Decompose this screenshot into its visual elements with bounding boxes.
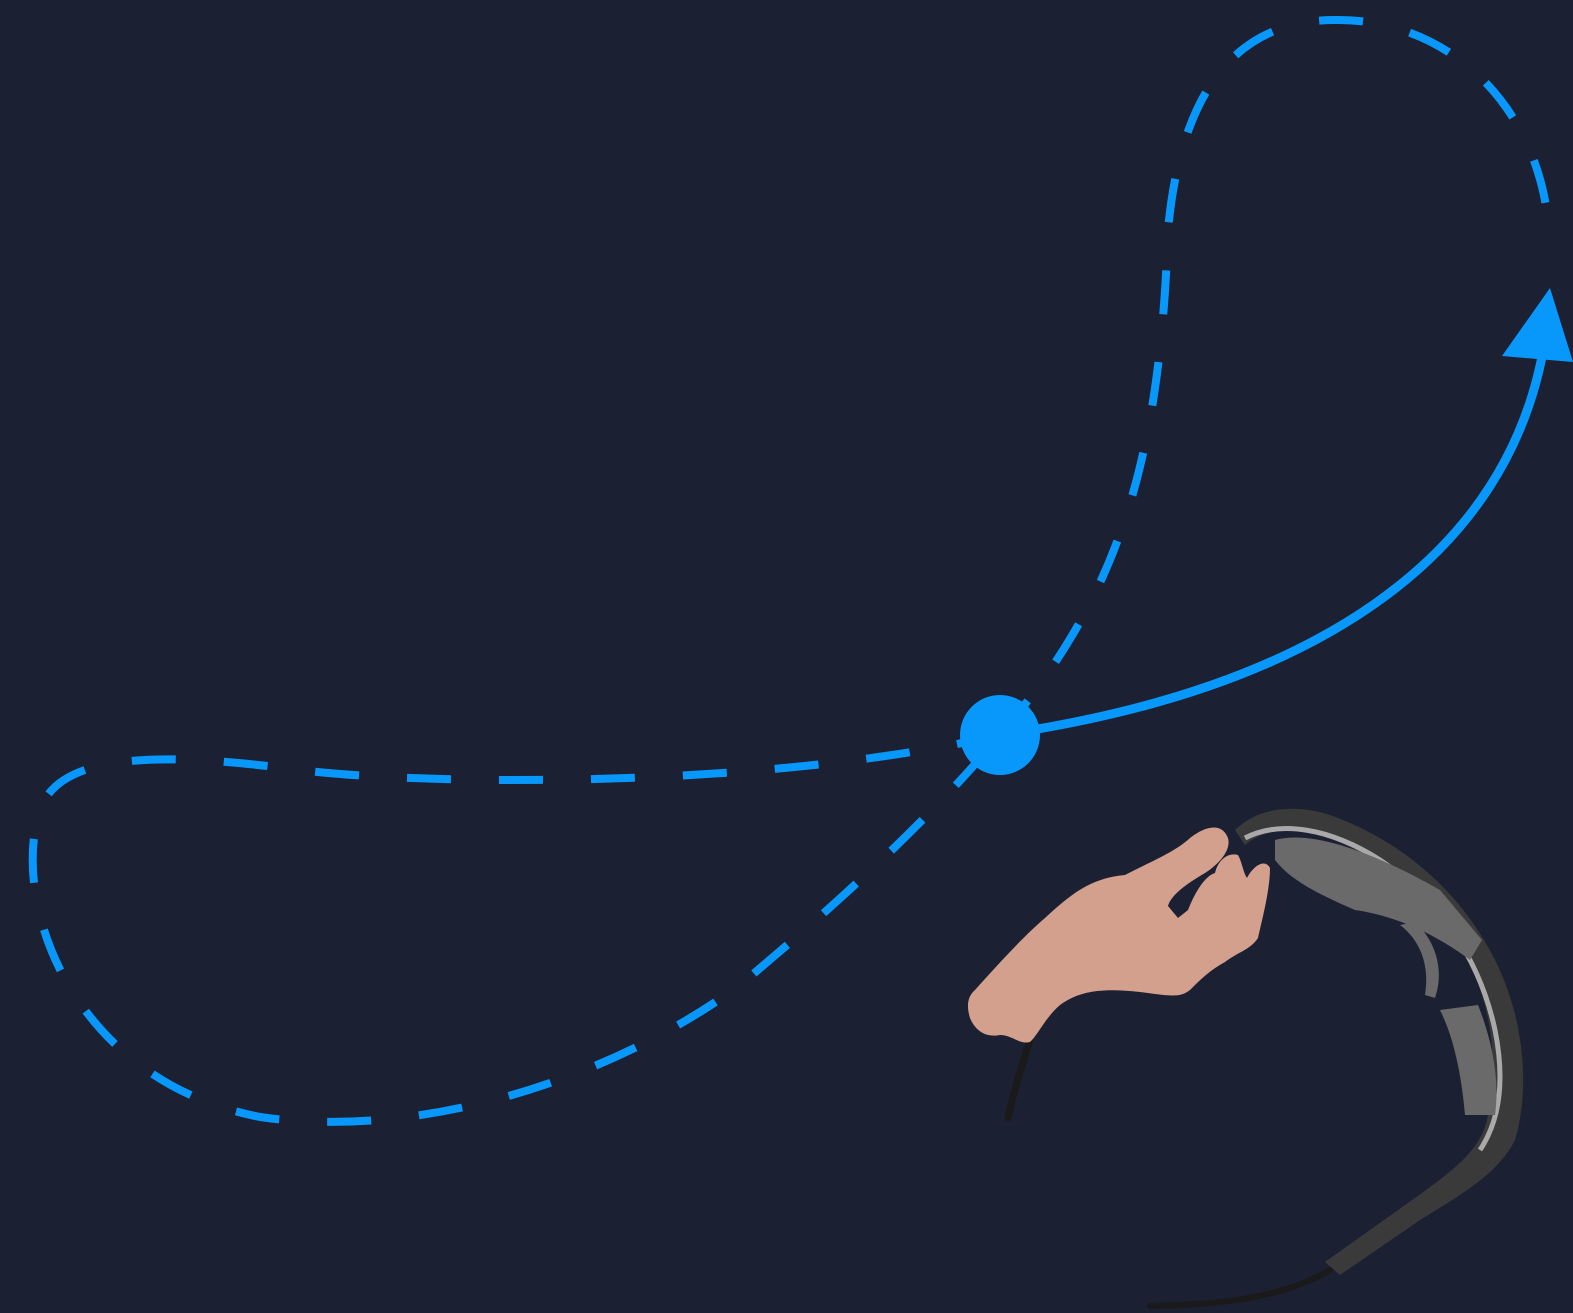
arrowhead-icon	[1502, 288, 1573, 362]
dashed-lower-loop-path	[33, 735, 1000, 1122]
glasses-cable	[1008, 1040, 1030, 1118]
glasses-tail-cable	[1150, 1270, 1330, 1306]
solid-arrow-path	[1000, 340, 1545, 735]
hand-with-glasses-icon	[968, 809, 1523, 1306]
dashed-loop-path	[1000, 20, 1550, 735]
hand-shape	[968, 827, 1270, 1042]
start-point-dot	[960, 695, 1040, 775]
glasses-temple-panel	[1440, 1005, 1496, 1115]
